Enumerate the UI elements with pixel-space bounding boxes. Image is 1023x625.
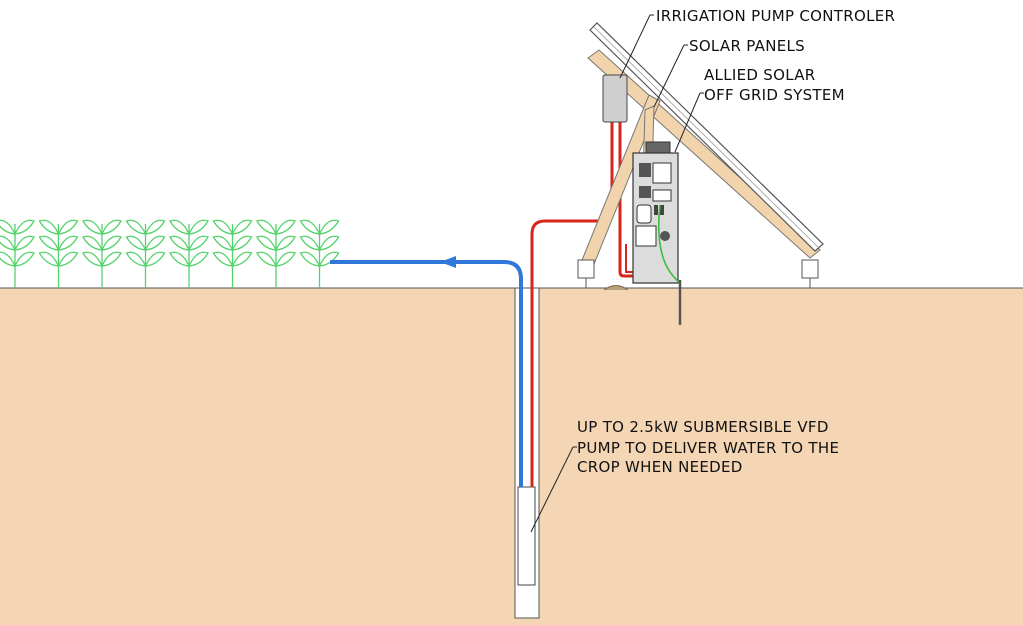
- crop-plant: [256, 219, 296, 288]
- borehole: [514, 287, 540, 619]
- water-pipe: [330, 260, 523, 487]
- crop-plant: [82, 219, 122, 288]
- soil: [0, 288, 1023, 625]
- crop-plant: [299, 219, 340, 288]
- system-label-line1: ALLIED SOLAR: [704, 66, 816, 84]
- crop-row: [0, 219, 340, 288]
- system-cable: [625, 244, 634, 273]
- pump-label-line2: PUMP TO DELIVER WATER TO THE: [577, 439, 839, 457]
- controller-label: IRRIGATION PUMP CONTROLER: [656, 7, 895, 25]
- pump-label-line1: UP TO 2.5kW SUBMERSIBLE VFD: [577, 418, 829, 436]
- soil-mound: [603, 285, 629, 291]
- flow-arrow: [440, 256, 456, 268]
- panel-power-cable: [618, 122, 634, 278]
- leader-lines: [530, 14, 704, 533]
- earth-wire: [657, 204, 681, 284]
- frame-feet: [577, 259, 819, 288]
- panels-label: SOLAR PANELS: [689, 37, 805, 55]
- submersible-pump: [517, 486, 536, 586]
- crop-plant: [212, 219, 253, 288]
- crop-plant: [125, 219, 166, 288]
- system-label-line2: OFF GRID SYSTEM: [704, 86, 845, 104]
- pump-label-line3: CROP WHEN NEEDED: [577, 458, 743, 476]
- crop-plant: [169, 219, 209, 288]
- pump-controller: [602, 74, 628, 123]
- off-grid-system-cabinet: [632, 141, 679, 284]
- crop-plant: [38, 219, 79, 288]
- crop-plant: [0, 219, 35, 288]
